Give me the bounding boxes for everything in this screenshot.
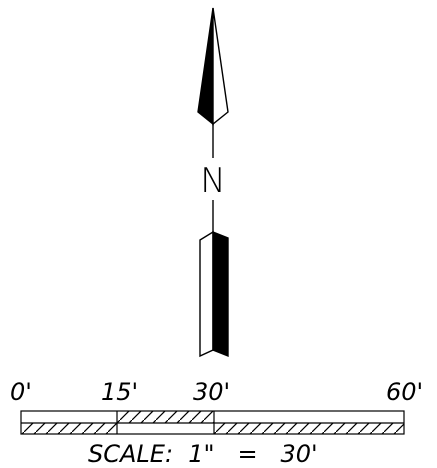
scale-bar <box>20 410 405 435</box>
scale-label-60: 60' <box>386 378 423 406</box>
arrowhead-open-half <box>212 7 229 126</box>
arrow-tail-open-half <box>199 230 214 358</box>
scale-label-0: 0' <box>10 378 32 406</box>
hatch-segment-15-30-upper <box>117 411 214 423</box>
scale-caption: SCALE: 1" = 30' <box>88 440 318 468</box>
scale-label-30: 30' <box>193 378 230 406</box>
hatch-segment-0-15-lower <box>21 423 117 434</box>
arrowhead-filled-half <box>197 7 214 126</box>
scale-label-15: 15' <box>101 378 138 406</box>
arrow-tail-filled-half <box>212 230 229 358</box>
north-label: N <box>200 161 225 201</box>
north-arrow <box>197 7 229 358</box>
hatch-segment-30-60-lower <box>214 423 404 434</box>
